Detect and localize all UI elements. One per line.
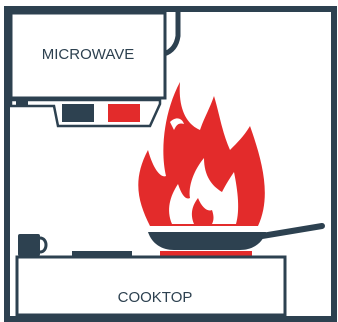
kettle-body (18, 234, 40, 256)
pan-handle (262, 226, 322, 236)
kettle-handle (40, 238, 46, 252)
hood-vent-red (108, 104, 140, 122)
kettle-icon (18, 234, 46, 256)
frying-pan-icon (148, 226, 322, 250)
flame-icon (138, 82, 265, 226)
cooktop: COOKTOP (17, 251, 285, 315)
microwave-label: MICROWAVE (42, 46, 135, 63)
cooktop-body (17, 257, 285, 315)
microwave: MICROWAVE (11, 13, 165, 98)
hood-bracket (16, 98, 28, 106)
cooktop-label: COOKTOP (118, 289, 193, 306)
hood-vent-dark (62, 104, 94, 122)
pan-body (148, 232, 266, 250)
burner-left (72, 251, 132, 256)
burner-right-hot (160, 251, 252, 256)
range-hood (11, 98, 160, 126)
